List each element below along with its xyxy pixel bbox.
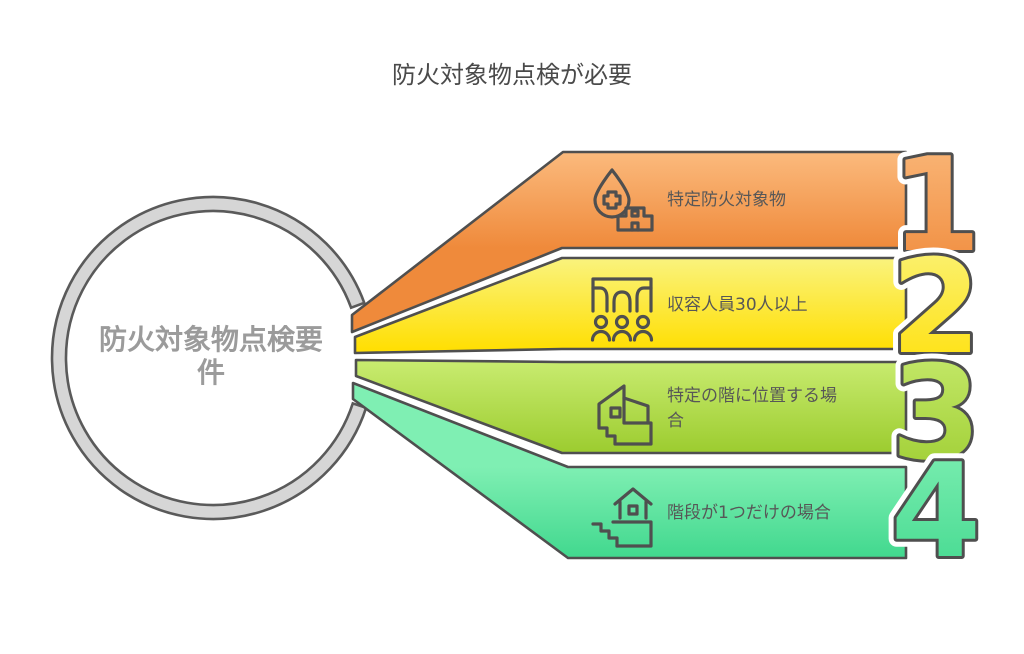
medical-drop-building-icon <box>593 168 654 232</box>
item-label-line1: 特定の階に位置する場 <box>667 386 837 406</box>
item-label: 収容人員30人以上 <box>667 295 808 315</box>
item-number: 1 <box>891 129 981 281</box>
item-label: 階段が1つだけの場合 <box>667 503 831 523</box>
item-banner-3: 特定の階に位置する場 合 3 3 <box>354 329 989 497</box>
item-banner-shape <box>351 381 908 560</box>
item-number-halo: 4 <box>891 435 981 587</box>
audience-stage-icon <box>590 277 654 342</box>
item-number: 3 <box>891 337 981 489</box>
item-number-halo: 3 <box>891 337 981 489</box>
house-on-stairs-icon <box>591 487 653 548</box>
item-number-halo: 2 <box>891 231 981 383</box>
item-banner-2: 収容人員30人以上 2 2 <box>353 223 989 391</box>
page-title: 防火対象物点検が必要 <box>392 61 632 89</box>
hub-label: 防火対象物点検要 件 <box>99 323 323 389</box>
item-number: 2 <box>891 231 981 383</box>
item-number: 4 <box>891 435 981 587</box>
item-banner-4: 階段が1つだけの場合 4 4 <box>351 381 989 595</box>
item-label-line2: 合 <box>667 411 684 431</box>
building-floor-steps-icon <box>597 384 653 446</box>
hub-label-line2: 件 <box>197 356 225 389</box>
item-banner-shape <box>354 358 908 455</box>
hub-label-line1: 防火対象物点検要 <box>99 323 323 356</box>
item-banner-shape <box>350 150 908 334</box>
item-label: 特定防火対象物 <box>667 190 786 210</box>
